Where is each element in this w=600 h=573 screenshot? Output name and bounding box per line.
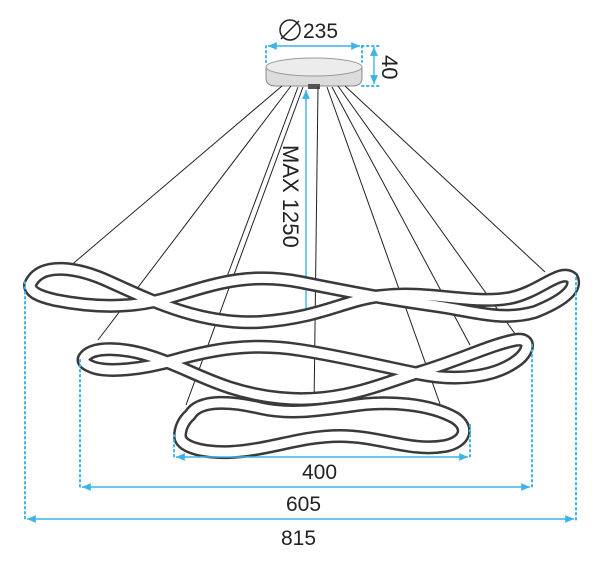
wire-6 <box>326 86 441 405</box>
ring-medium-label: 605 <box>286 493 321 516</box>
wire-1 <box>61 85 283 274</box>
canopy-height-dimension: 40 <box>361 45 402 87</box>
ring-large <box>23 261 581 330</box>
ring-medium <box>76 332 534 407</box>
max-length-label: MAX 1250 <box>278 145 303 248</box>
ring-large-label: 815 <box>281 527 316 550</box>
ring-medium-dimension: 605 <box>82 483 530 516</box>
ring-small <box>173 395 471 460</box>
ring-small-dimension: 400 <box>176 453 468 484</box>
diameter-icon <box>279 19 301 41</box>
wire-3 <box>221 86 299 291</box>
wire-9 <box>344 85 546 273</box>
ring-large-dimension: 815 <box>27 515 574 550</box>
canopy-height-label: 40 <box>377 55 402 79</box>
dimension-guides <box>24 277 577 521</box>
canopy-diameter-dimension: 235 <box>265 19 363 63</box>
ceiling-canopy <box>265 57 363 89</box>
ring-small-label: 400 <box>302 461 337 484</box>
canopy-diameter-label: 235 <box>303 20 338 43</box>
